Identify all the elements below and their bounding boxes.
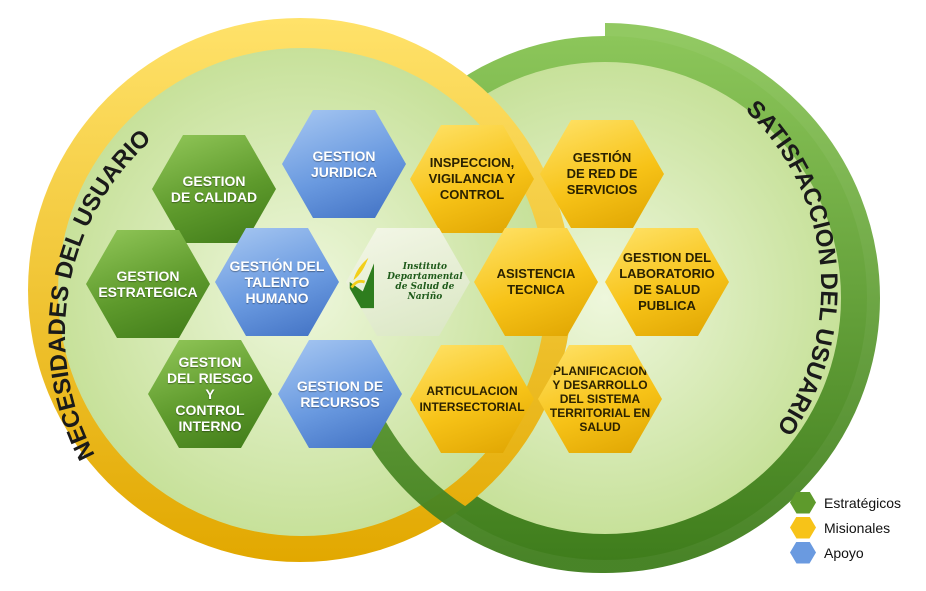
process-label: GESTION DEL RIESGO Y CONTROL INTERNO xyxy=(166,354,254,434)
process-riesgo: GESTION DEL RIESGO Y CONTROL INTERNO xyxy=(148,340,272,448)
logo-line3: de Salud de Nariño xyxy=(395,282,455,302)
legend-label: Apoyo xyxy=(824,544,864,561)
institute-logo: Instituto Departamental de Salud de Nari… xyxy=(346,252,470,312)
logo-line1: Instituto xyxy=(402,262,447,272)
process-laboratorio: GESTION DEL LABORATORIO DE SALUD PUBLICA xyxy=(605,228,729,336)
legend-item-estrategicos: Estratégicos xyxy=(790,490,901,515)
legend-label: Misionales xyxy=(824,519,891,536)
process-label: ARTICULACION INTERSECTORIAL xyxy=(419,384,525,414)
process-label: GESTIÓN DEL TALENTO HUMANO xyxy=(229,258,325,306)
logo-leaf-icon xyxy=(349,257,374,309)
legend: Estratégicos Misionales Apoyo xyxy=(790,490,901,565)
process-label: GESTIÓN DE RED DE SERVICIOS xyxy=(566,150,638,197)
process-label: PLANIFICACION Y DESARROLLO DEL SISTEMA T… xyxy=(549,364,651,434)
process-planificacion: PLANIFICACION Y DESARROLLO DEL SISTEMA T… xyxy=(538,345,662,453)
green-hex-icon xyxy=(790,491,816,514)
process-label: GESTION JURIDICA xyxy=(310,148,378,180)
legend-item-apoyo: Apoyo xyxy=(790,540,901,565)
legend-label: Estratégicos xyxy=(824,494,902,511)
process-gestion-red: GESTIÓN DE RED DE SERVICIOS xyxy=(540,120,664,228)
process-label: GESTION DE CALIDAD xyxy=(170,173,258,205)
process-label: GESTION ESTRATEGICA xyxy=(98,268,198,300)
process-label: GESTION DEL LABORATORIO DE SALUD PUBLICA xyxy=(619,250,715,313)
process-label: ASISTENCIA TECNICA xyxy=(496,266,576,297)
legend-item-misionales: Misionales xyxy=(790,515,901,540)
process-gestion-calidad: GESTION DE CALIDAD xyxy=(152,135,276,243)
process-label: GESTION DE RECURSOS xyxy=(296,378,384,410)
yellow-hex-icon xyxy=(790,516,816,539)
blue-hex-icon xyxy=(790,541,816,564)
process-label: INSPECCION, VIGILANCIA Y CONTROL xyxy=(428,155,516,202)
logo-line2: Departamental xyxy=(387,272,463,282)
